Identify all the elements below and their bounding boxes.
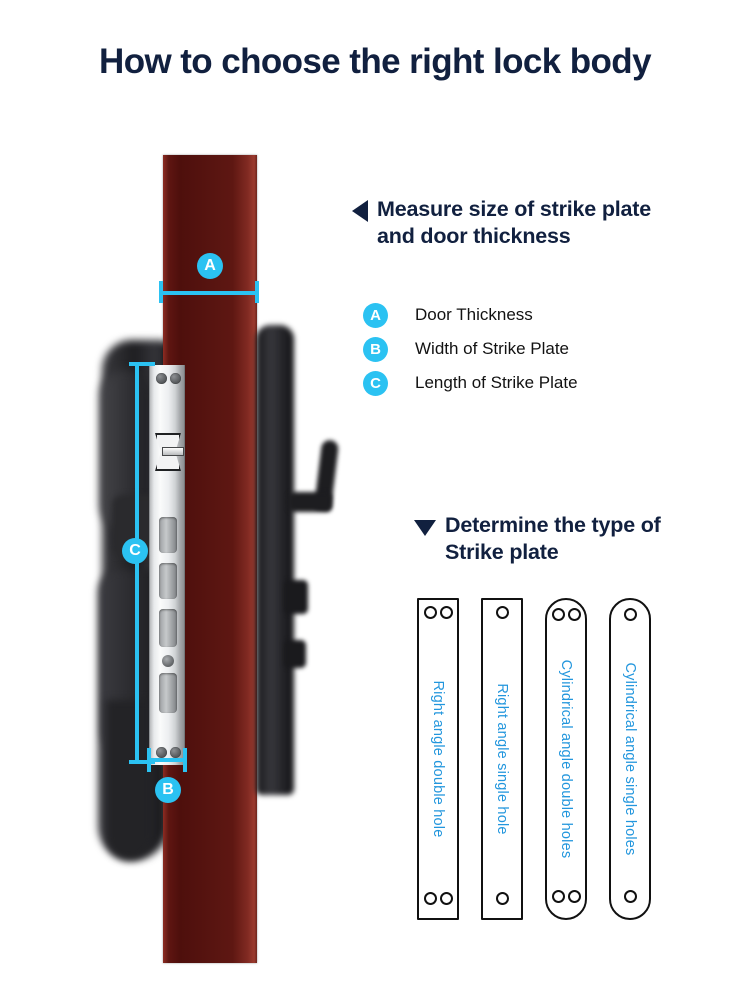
legend-label-b: Width of Strike Plate [415, 339, 570, 358]
legend-label-a: Door Thickness [415, 305, 533, 324]
dimension-tick-b-right [183, 748, 187, 772]
strike-pin [162, 655, 174, 667]
strike-screw-bottom-left [156, 747, 167, 758]
legend-label-c: Length of Strike Plate [415, 373, 578, 392]
dimension-tick-c-bottom [129, 760, 155, 764]
measure-section-heading: Measure size of strike plate and door th… [352, 196, 742, 250]
marker-badge-b: B [155, 777, 181, 803]
lock-door-photo: A C B [60, 140, 380, 980]
strike-slot-2 [159, 563, 177, 599]
strike-screw-top-right [170, 373, 181, 384]
plate-right-angle-double-hole[interactable]: Right angle double hole [417, 598, 459, 920]
measure-section: Measure size of strike plate and door th… [352, 196, 742, 250]
smart-lock-tail [106, 700, 152, 860]
measure-legend: A Door Thickness B Width of Strike Plate… [363, 298, 578, 400]
plate-hole-bottom-left [424, 892, 437, 905]
strike-slot-3 [159, 609, 177, 647]
plate-label-3: Cylindrical angle double holes [558, 659, 574, 859]
dimension-tick-c-top [129, 362, 155, 366]
strike-plate [149, 365, 185, 765]
plate-cylindrical-double-holes[interactable]: Cylindrical angle double holes [545, 598, 587, 920]
plate-right-angle-single-hole[interactable]: Right angle single hole [481, 598, 523, 920]
legend-badge-c: C [363, 370, 388, 396]
plate-hole-top-left [552, 608, 565, 621]
dimension-tick-a-right [255, 281, 259, 303]
lock-knob-lower [284, 640, 306, 668]
plate-hole-bottom-right [568, 890, 581, 903]
type-heading-line2: Strike plate [445, 540, 559, 564]
type-heading-text: Determine the type of Strike plate [445, 512, 661, 566]
legend-item-a: A Door Thickness [363, 298, 578, 332]
strike-screw-top-left [156, 373, 167, 384]
plate-hole-bottom [496, 892, 509, 905]
plate-hole-bottom-left [552, 890, 565, 903]
plate-hole-top [624, 608, 637, 621]
latch-tongue [162, 447, 184, 456]
strike-slot-1 [159, 517, 177, 553]
legend-item-b: B Width of Strike Plate [363, 332, 578, 366]
page-title: How to choose the right lock body [99, 42, 651, 81]
legend-badge-b: B [363, 336, 388, 362]
plate-hole-top-right [568, 608, 581, 621]
strike-screw-bottom-right [170, 747, 181, 758]
plate-label-1: Right angle double hole [430, 680, 446, 838]
marker-badge-c: C [122, 538, 148, 564]
dimension-line-a [161, 291, 259, 295]
measure-heading-line2: and door thickness [377, 224, 571, 248]
type-heading-line1: Determine the type of [445, 513, 661, 537]
legend-item-c: C Length of Strike Plate [363, 366, 578, 400]
plate-label-4: Cylindrical angle single holes [622, 662, 638, 856]
legend-badge-a: A [363, 302, 388, 328]
plate-hole-top-right [440, 606, 453, 619]
type-section: Determine the type of Strike plate [414, 512, 744, 566]
dimension-tick-b-left [147, 748, 151, 772]
plate-hole-bottom-right [440, 892, 453, 905]
type-section-heading: Determine the type of Strike plate [414, 512, 744, 566]
dimension-tick-a-left [159, 281, 163, 303]
triangle-left-icon [352, 200, 368, 222]
strike-slot-4 [159, 673, 177, 713]
triangle-down-icon [414, 520, 436, 536]
plate-hole-top [496, 606, 509, 619]
measure-heading-line1: Measure size of strike plate [377, 197, 652, 221]
lock-back-panel [256, 325, 294, 795]
marker-badge-a: A [197, 253, 223, 279]
plate-cylindrical-single-holes[interactable]: Cylindrical angle single holes [609, 598, 651, 920]
measure-heading-text: Measure size of strike plate and door th… [377, 196, 651, 250]
door-lever-base [288, 492, 332, 512]
plate-label-2: Right angle single hole [494, 683, 510, 835]
plate-hole-top-left [424, 606, 437, 619]
dimension-line-b [149, 758, 187, 762]
plate-hole-bottom [624, 890, 637, 903]
lock-knob-upper [284, 580, 308, 614]
